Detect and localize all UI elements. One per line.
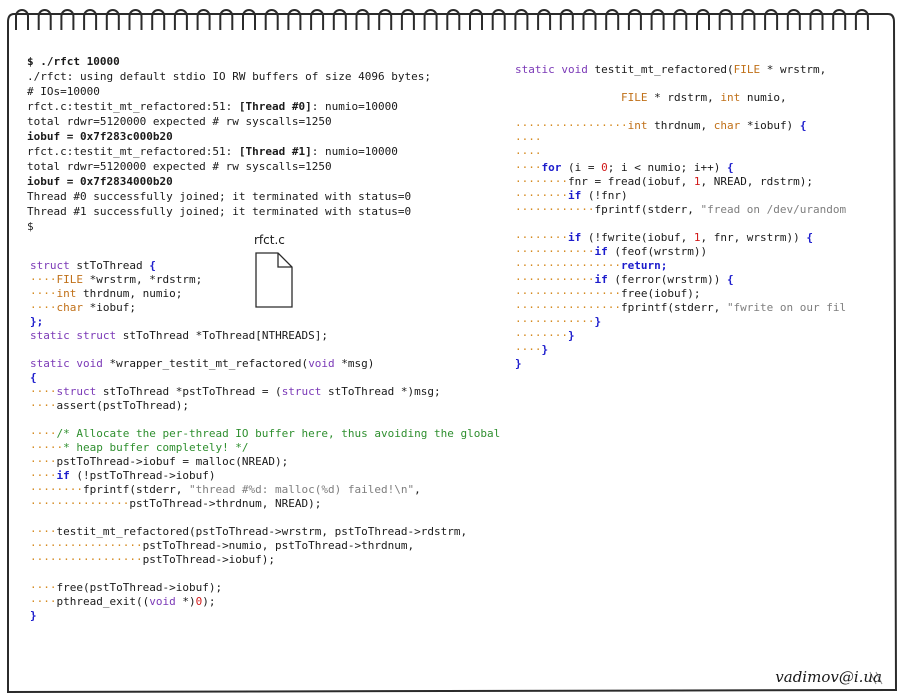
code-line: ············fprintf(stderr, "fread on /d…: [515, 203, 847, 216]
code-line: static void *wrapper_testit_mt_refactore…: [30, 357, 375, 370]
code-line: ····free(pstToThread->iobuf);: [30, 581, 223, 594]
code-line: struct stToThread {: [30, 259, 156, 272]
code-line: ····if (!pstToThread->iobuf): [30, 469, 216, 482]
terminal-line: ./rfct: using default stdio IO RW buffer…: [27, 70, 431, 83]
terminal-line: $: [27, 220, 34, 233]
code-line: ················fprintf(stderr, "fwrite …: [515, 301, 847, 314]
code-line: ····struct stToThread *pstToThread = (st…: [30, 385, 441, 398]
code-line: ············if (feof(wrstrm)): [515, 245, 708, 258]
spiral-binding-rings: [15, 9, 869, 30]
file-name-label: rfct.c: [254, 233, 285, 247]
code-line: ·················pstToThread->iobuf);: [30, 553, 276, 566]
testit-function-code: static void testit_mt_refactored(FILE * …: [515, 63, 846, 371]
code-line: ····pthread_exit((void *)0);: [30, 595, 216, 608]
code-line: [515, 77, 846, 91]
code-line: ············}: [515, 315, 602, 328]
code-line: ····/* Allocate the per-thread IO buffer…: [30, 427, 501, 440]
terminal-line: Thread #0 successfully joined; it termin…: [27, 190, 412, 203]
code-line: FILE * rdstrm, int numio,: [620, 91, 787, 104]
code-line: [30, 511, 500, 525]
terminal-line: # IOs=10000: [27, 85, 100, 98]
code-line: ············if (ferror(wrstrm)) {: [515, 273, 734, 286]
code-line: ················return;: [515, 259, 668, 272]
code-line: ····pstToThread->iobuf = malloc(NREAD);: [30, 455, 289, 468]
code-line: ····}: [515, 343, 549, 356]
code-line: ····int thrdnum, numio;: [30, 287, 183, 300]
code-line: ········fprintf(stderr, "thread #%d: mal…: [30, 483, 421, 496]
code-line: [30, 413, 500, 427]
code-line: ·····* heap buffer completely! */: [30, 441, 249, 454]
code-line: ················free(iobuf);: [515, 287, 701, 300]
terminal-line: total rdwr=5120000 expected # rw syscall…: [27, 160, 332, 173]
code-line: ····assert(pstToThread);: [30, 399, 189, 412]
code-line: ····for (i = 0; i < numio; i++) {: [515, 161, 734, 174]
terminal-line: Thread #1 successfully joined; it termin…: [27, 205, 412, 218]
code-line: ········fnr = fread(iobuf, 1, NREAD, rds…: [515, 175, 814, 188]
code-line: }: [30, 609, 37, 622]
code-line: static void testit_mt_refactored(FILE * …: [515, 63, 827, 76]
terminal-line: $ ./rfct 10000: [27, 55, 120, 68]
code-line: }: [515, 357, 522, 370]
terminal-line: total rdwr=5120000 expected # rw syscall…: [27, 115, 332, 128]
code-line: ····FILE *wrstrm, *rdstrm;: [30, 273, 203, 286]
code-line: ···············pstToThread->thrdnum, NRE…: [30, 497, 322, 510]
terminal-line: iobuf = 0x7f2834000b20: [27, 175, 173, 188]
terminal-output: $ ./rfct 10000 ./rfct: using default stdi…: [27, 54, 431, 234]
code-line: ·················int thrdnum, char *iobu…: [515, 119, 807, 132]
code-line: ········if (!fwrite(iobuf, 1, fnr, wrstr…: [515, 231, 814, 244]
file-icon: [255, 252, 293, 308]
code-line: [30, 567, 500, 581]
code-line: ········if (!fnr): [515, 189, 628, 202]
code-line: ····testit_mt_refactored(pstToThread->wr…: [30, 525, 468, 538]
code-line: [515, 217, 846, 231]
code-line: ····char *iobuf;: [30, 301, 136, 314]
code-line: };: [30, 315, 44, 328]
terminal-line: iobuf = 0x7f283c000b20: [27, 130, 173, 143]
terminal-line: rfct.c:testit_mt_refactored:51: [Thread …: [27, 145, 398, 158]
code-line: [515, 105, 846, 119]
code-line: [30, 343, 500, 357]
author-signature: vadimov@i.ua: [775, 668, 882, 686]
code-line: ····: [515, 147, 542, 160]
code-line: static struct stToThread *ToThread[NTHRE…: [30, 329, 329, 342]
struct-and-wrapper-code: struct stToThread {····FILE *wrstrm, *rd…: [30, 259, 500, 623]
code-line: ····: [515, 133, 542, 146]
code-line: {: [30, 371, 37, 384]
terminal-line: rfct.c:testit_mt_refactored:51: [Thread …: [27, 100, 398, 113]
code-line: ·················pstToThread->numio, pst…: [30, 539, 415, 552]
code-line: ········}: [515, 329, 575, 342]
